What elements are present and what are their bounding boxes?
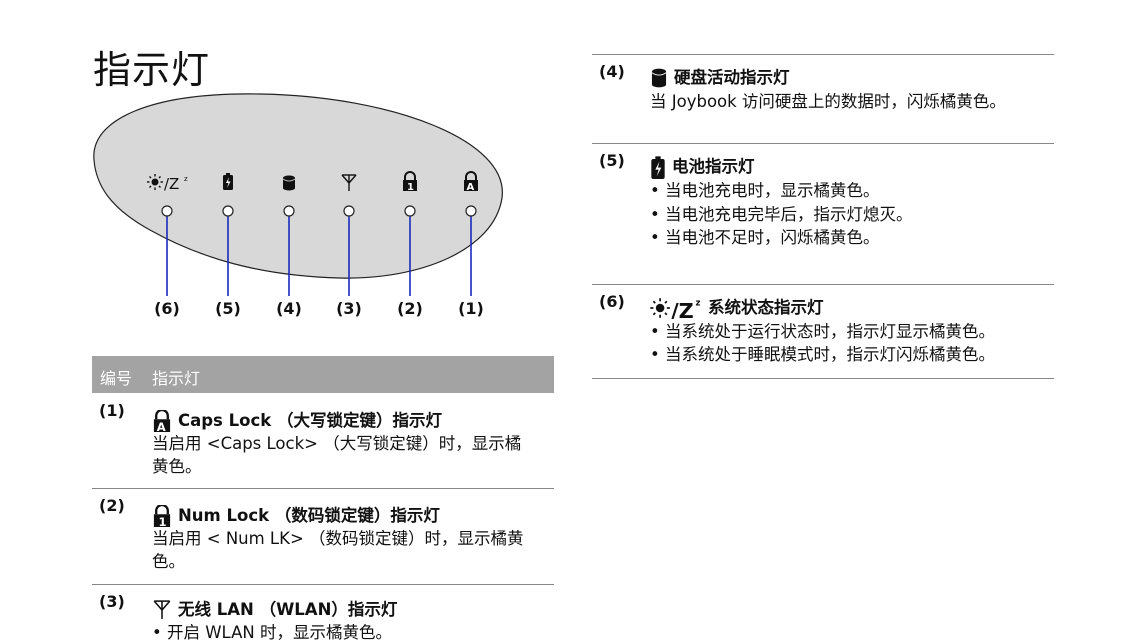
num-lock-icon: 1 bbox=[153, 504, 171, 527]
row-desc-line: 黄色。 bbox=[152, 457, 202, 476]
section-divider bbox=[592, 378, 1054, 379]
svg-text:1: 1 bbox=[159, 514, 167, 526]
led-5 bbox=[222, 205, 234, 217]
diagram-label-4: (4) bbox=[276, 299, 302, 318]
item-bullet: 当系统处于睡眠模式时，指示灯闪烁橘黄色。 bbox=[650, 343, 1054, 367]
hard-disk-icon bbox=[282, 175, 296, 191]
row-title-rest: （大写锁定键）指示灯 bbox=[276, 411, 442, 430]
section-divider bbox=[592, 54, 1054, 55]
system-status-icon: /Z z bbox=[650, 297, 701, 319]
item-bullet: 当电池充电完毕后，指示灯熄灭。 bbox=[650, 203, 1054, 227]
svg-text:/Z: /Z bbox=[671, 299, 694, 319]
row-title-bold: 无线 LAN （WLAN）指示灯 bbox=[178, 600, 398, 619]
item-desc-line: 当 Joybook 访问硬盘上的数据时，闪烁橘黄色。 bbox=[650, 91, 1006, 111]
row-title-bold: Num Lock bbox=[178, 506, 270, 525]
item-title: 电池指示灯 bbox=[650, 155, 1054, 179]
indicator-item: (6) /Z z 系统状态指示灯 当系统处于运行状态时，指示灯显示橘黄色。 当系… bbox=[592, 290, 1054, 378]
row-title-rest: （数码锁定键）指示灯 bbox=[274, 506, 440, 525]
item-title: /Z z 系统状态指示灯 bbox=[650, 296, 1054, 320]
row-number: (1) bbox=[99, 401, 125, 420]
svg-text:A: A bbox=[467, 182, 475, 193]
table-row: (3) 无线 LAN （WLAN）指示灯 • 开启 WLAN 时，显示橘黄色。 bbox=[92, 591, 554, 640]
indicator-item: (4) 硬盘活动指示灯 当 Joybook 访问硬盘上的数据时，闪烁橘黄色。 bbox=[592, 60, 1054, 143]
row-divider bbox=[92, 488, 554, 489]
row-desc-line: 当启用 < Num LK> （数码锁定键）时，显示橘黄 bbox=[152, 529, 524, 548]
svg-text:z: z bbox=[184, 175, 188, 183]
led-6 bbox=[161, 205, 173, 217]
led-2 bbox=[404, 205, 416, 217]
table-row: (1) A Caps Lock （大写锁定键）指示灯 当启用 <Caps Loc… bbox=[92, 400, 554, 488]
row-title: 无线 LAN （WLAN）指示灯 bbox=[152, 598, 548, 621]
battery-icon bbox=[651, 156, 665, 179]
svg-text:z: z bbox=[696, 298, 701, 308]
table-header: 编号 指示灯 bbox=[92, 356, 554, 393]
item-number: (6) bbox=[599, 292, 625, 311]
item-bullet: 当电池不足时，闪烁橘黄色。 bbox=[650, 226, 1054, 250]
svg-text:/Z: /Z bbox=[164, 175, 179, 193]
item-number: (5) bbox=[599, 151, 625, 170]
item-title-text: 硬盘活动指示灯 bbox=[674, 68, 790, 87]
led-4 bbox=[283, 205, 295, 217]
device-housing-outline bbox=[93, 93, 503, 279]
wlan-antenna-icon bbox=[341, 174, 357, 191]
row-number: (2) bbox=[99, 496, 125, 515]
diagram-label-2: (2) bbox=[397, 299, 423, 318]
row-desc-line: 色。 bbox=[152, 552, 185, 571]
table-row: (2) 1 Num Lock （数码锁定键）指示灯 当启用 < Num LK> … bbox=[92, 495, 554, 583]
row-divider bbox=[92, 584, 554, 585]
num-lock-icon: 1 bbox=[403, 171, 417, 193]
row-title: A Caps Lock （大写锁定键）指示灯 bbox=[152, 409, 548, 432]
led-3 bbox=[343, 205, 355, 217]
wlan-antenna-icon bbox=[153, 599, 171, 619]
row-desc-line: • 开启 WLAN 时，显示橘黄色。 bbox=[152, 623, 392, 640]
diagram-label-5: (5) bbox=[215, 299, 241, 318]
page-title: 指示灯 bbox=[93, 48, 211, 92]
row-title: 1 Num Lock （数码锁定键）指示灯 bbox=[152, 504, 548, 527]
row-desc-line: 当启用 <Caps Lock> （大写锁定键）时，显示橘 bbox=[152, 434, 522, 453]
item-bullet: 当电池充电时，显示橘黄色。 bbox=[650, 179, 1054, 203]
led-leaders bbox=[161, 205, 477, 296]
system-status-icon: /Z z bbox=[147, 174, 188, 193]
diagram-label-1: (1) bbox=[458, 299, 484, 318]
svg-text:A: A bbox=[157, 419, 166, 431]
hard-disk-icon bbox=[651, 68, 667, 88]
diagram-label-3: (3) bbox=[336, 299, 362, 318]
caps-lock-icon: A bbox=[153, 409, 171, 432]
diagram-label-6: (6) bbox=[154, 299, 180, 318]
indicator-diagram: /Z z 1 A bbox=[93, 93, 503, 296]
item-title: 硬盘活动指示灯 bbox=[650, 66, 1054, 90]
led-1 bbox=[465, 205, 477, 217]
item-title-text: 系统状态指示灯 bbox=[708, 298, 824, 317]
row-title-bold: Caps Lock bbox=[178, 411, 272, 430]
battery-icon bbox=[223, 173, 233, 190]
item-bullet: 当系统处于运行状态时，指示灯显示橘黄色。 bbox=[650, 320, 1054, 344]
header-indicator: 指示灯 bbox=[152, 369, 201, 388]
section-divider bbox=[592, 143, 1054, 144]
svg-text:1: 1 bbox=[407, 182, 414, 193]
item-number: (4) bbox=[599, 62, 625, 81]
caps-lock-icon: A bbox=[464, 171, 478, 193]
indicator-item: (5) 电池指示灯 当电池充电时，显示橘黄色。 当电池充电完毕后，指示灯熄灭。 … bbox=[592, 149, 1054, 284]
section-divider bbox=[592, 284, 1054, 285]
row-number: (3) bbox=[99, 592, 125, 611]
header-number: 编号 bbox=[100, 369, 133, 388]
item-title-text: 电池指示灯 bbox=[672, 157, 755, 177]
